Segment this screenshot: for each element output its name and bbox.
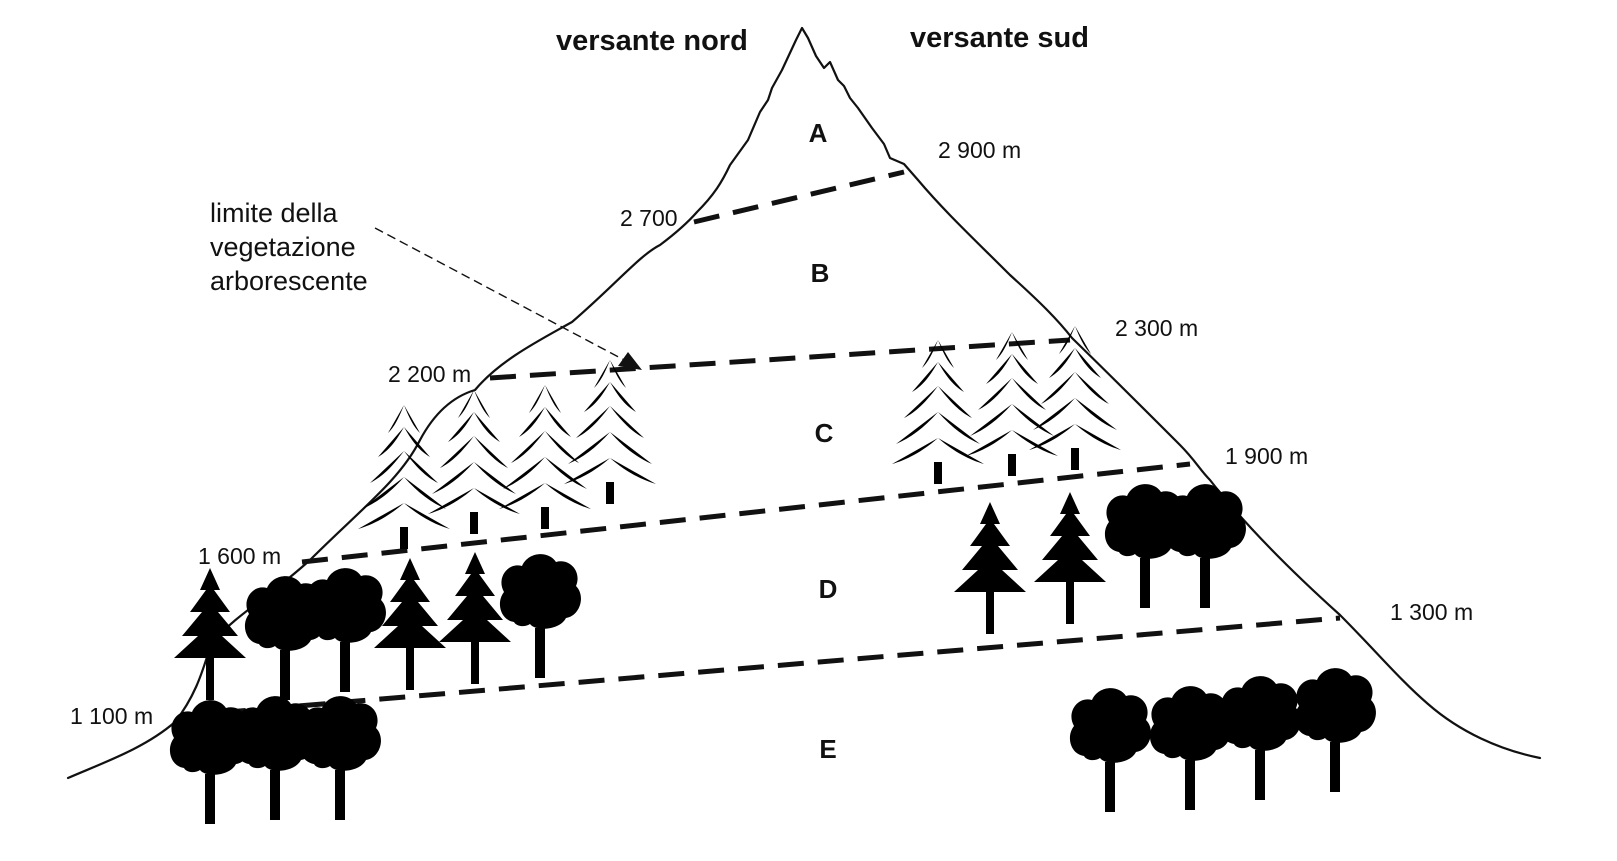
dark-conifer-tree [1029, 316, 1121, 470]
zone-label-c: C [815, 418, 834, 448]
broadleaf-tree [1149, 686, 1231, 810]
south-altitude-d-e: 1 300 m [1390, 599, 1473, 625]
zone-label-e: E [819, 734, 836, 764]
annotation-pointer-line [374, 227, 629, 363]
light-conifer-tree [1034, 492, 1106, 624]
tree-line-annotation-line-2: vegetazione [210, 232, 356, 262]
north-altitude-a-b: 2 700 [620, 205, 678, 231]
annotation-arrowhead [618, 352, 642, 370]
limit-line-b-c [489, 337, 1071, 381]
limit-line-c-d [301, 461, 1191, 565]
dark-conifer-tree [358, 395, 450, 549]
broadleaf-tree [499, 554, 581, 678]
north-altitude-c-d: 1 600 m [198, 543, 281, 569]
broadleaf-tree [304, 568, 386, 692]
broadleaf-tree [1069, 688, 1151, 812]
north-altitude-d-e: 1 100 m [70, 703, 153, 729]
light-conifer-tree [439, 552, 511, 684]
light-conifer-tree [174, 568, 246, 700]
dark-conifer-tree [428, 380, 520, 534]
south-altitude-c-d: 1 900 m [1225, 443, 1308, 469]
broadleaf-tree [1164, 484, 1246, 608]
north-altitude-b-c: 2 200 m [388, 361, 471, 387]
zone-label-a: A [809, 118, 828, 148]
tree-line-annotation-line-3: arborescente [210, 266, 368, 296]
tree-line-annotation-line-1: limite della [210, 198, 339, 228]
broadleaf-tree [299, 696, 381, 820]
south-altitude-b-c: 2 300 m [1115, 315, 1198, 341]
limit-line-d-e [179, 615, 1341, 719]
mountain-outline [66, 26, 1542, 780]
zone-label-d: D [819, 574, 838, 604]
south-altitude-a-b: 2 900 m [938, 137, 1021, 163]
light-conifer-tree [954, 502, 1026, 634]
broadleaf-tree [1294, 668, 1376, 792]
light-conifer-tree [374, 558, 446, 690]
south-slope-heading: versante sud [910, 22, 1089, 54]
dark-conifer-tree [499, 375, 591, 529]
north-slope-heading: versante nord [556, 25, 748, 57]
broadleaf-tree [1219, 676, 1301, 800]
zone-label-b: B [811, 258, 830, 288]
limit-line-a-b [693, 169, 905, 225]
